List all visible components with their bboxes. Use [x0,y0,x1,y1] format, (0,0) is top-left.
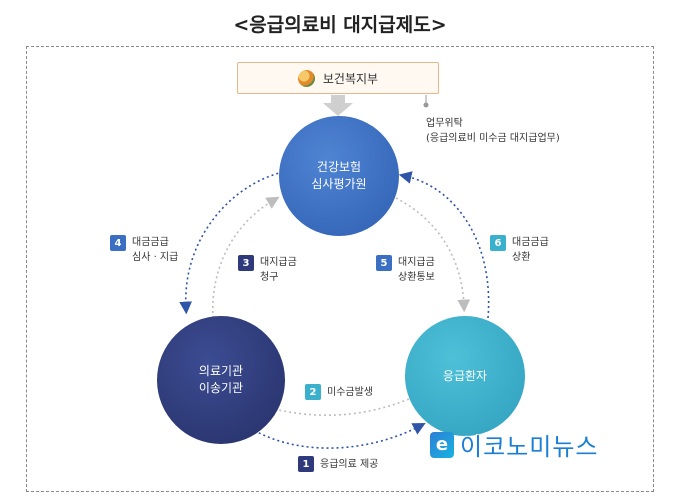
step-2-line1: 미수금발생 [327,387,373,398]
delegation-line2: (응급의료비 미수금 대지급업무) [426,133,560,144]
node-hira: 건강보험 심사평가원 [279,116,399,236]
step-2-badge: 2 [305,384,321,400]
node-hira-line2: 심사평가원 [311,177,367,191]
arrow-step-1 [249,423,426,449]
node-medical-line1: 의료기관 [198,364,244,378]
ministry-label: 보건복지부 [322,71,379,86]
step-1-line1: 응급의료 제공 [320,459,379,470]
delegation-leader-dot [423,102,429,108]
step-3-line2: 청구 [260,272,279,283]
delegation-note: 업무위탁 (응급의료비 미수금 대지급업무) [426,116,560,146]
step-6: 6 대금금급 상환 [490,235,549,265]
step-4: 4 대금금급 심사 · 지급 [110,235,178,265]
step-3: 3 대지급금 청구 [238,255,297,285]
step-5-line1: 대지급금 [398,257,435,268]
arrow-step-6 [398,171,490,319]
watermark-text: 이코노미뉴스 [460,433,599,461]
delegation-line1: 업무위탁 [426,118,463,129]
node-patient-line1: 응급환자 [442,368,488,383]
step-1: 1 응급의료 제공 [298,456,378,472]
node-hira-line1: 건강보험 [316,160,362,174]
node-medical-institution: 의료기관 이송기관 [157,316,285,444]
step-4-badge: 4 [110,235,126,251]
step-6-line2: 상환 [512,252,531,263]
node-emergency-patient: 응급환자 [405,316,525,436]
step-5-badge: 5 [376,255,392,271]
diagram-frame [26,46,654,492]
step-6-line1: 대금금급 [512,237,549,248]
step-1-badge: 1 [298,456,314,472]
ministry-logo-icon [297,69,315,87]
watermark: e 이코노미뉴스 [430,427,598,462]
ministry-box: 보건복지부 [237,62,439,94]
step-5: 5 대지급금 상환통보 [376,255,435,285]
page-title: <응급의료비 대지급제도> [233,14,447,36]
arrow-step-4 [179,171,284,315]
step-4-line2: 심사 · 지급 [132,252,179,263]
step-2: 2 미수금발생 [305,384,373,400]
node-medical-line2: 이송기관 [198,381,244,395]
arrow-step-5 [395,197,471,313]
step-6-badge: 6 [490,235,506,251]
watermark-logo-icon: e [430,431,454,458]
step-4-line1: 대금금급 [132,237,169,248]
ministry-down-arrow [323,95,353,116]
step-3-badge: 3 [238,255,254,271]
step-3-line1: 대지급금 [260,257,297,268]
step-5-line2: 상환통보 [398,272,435,283]
